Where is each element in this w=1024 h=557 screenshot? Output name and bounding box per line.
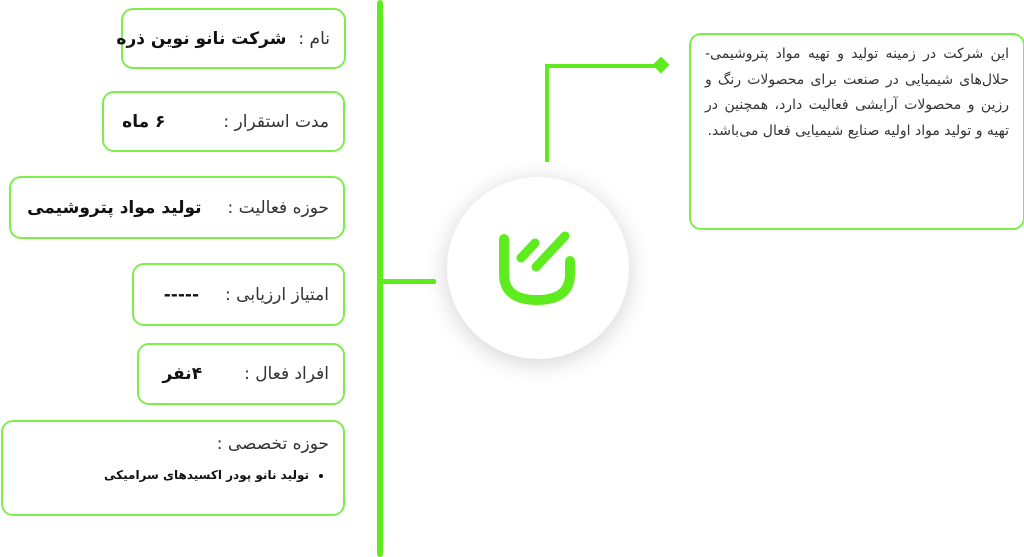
stability-value: ۶ ماه: [122, 111, 166, 132]
staff-value: ۴نفر: [162, 364, 203, 384]
logo-circle: [447, 177, 629, 359]
timeline-horizontal-connector: [380, 279, 436, 284]
field-label: حوزه فعالیت :: [227, 197, 329, 218]
timeline-vertical-line: [377, 0, 383, 557]
specialty-item: تولید نانو پودر اکسیدهای سرامیکی: [3, 468, 309, 482]
description-text: این شرکت در زمینه تولید و تهیه مواد پترو…: [705, 46, 1009, 139]
specialty-card: حوزه تخصصی : تولید نانو پودر اکسیدهای سر…: [1, 420, 345, 516]
rating-value: -----: [163, 284, 200, 305]
name-card: نام : شرکت نانو نوین ذره: [116, 8, 346, 69]
connector-diamond: [652, 56, 670, 74]
stability-card: مدت استقرار : ۶ ماه: [102, 91, 345, 152]
staff-card: افراد فعال : ۴نفر: [137, 343, 345, 405]
rating-label: امتیاز ارزیابی :: [225, 284, 329, 305]
staff-label: افراد فعال :: [244, 364, 329, 384]
specialty-label: حوزه تخصصی :: [216, 434, 329, 454]
company-logo-icon: [499, 231, 575, 306]
description-connector: [545, 64, 549, 162]
name-label: نام :: [298, 28, 330, 49]
description-card: این شرکت در زمینه تولید و تهیه مواد پترو…: [689, 33, 1024, 230]
field-card: حوزه فعالیت : تولید مواد پتروشیمی: [9, 176, 345, 239]
specialty-list: تولید نانو پودر اکسیدهای سرامیکی: [3, 468, 329, 482]
name-value: شرکت نانو نوین ذره: [116, 28, 287, 49]
stability-label: مدت استقرار :: [223, 111, 329, 132]
field-value: تولید مواد پتروشیمی: [27, 197, 202, 218]
rating-card: امتیاز ارزیابی : -----: [132, 263, 345, 326]
description-connector-arm: [545, 64, 661, 68]
